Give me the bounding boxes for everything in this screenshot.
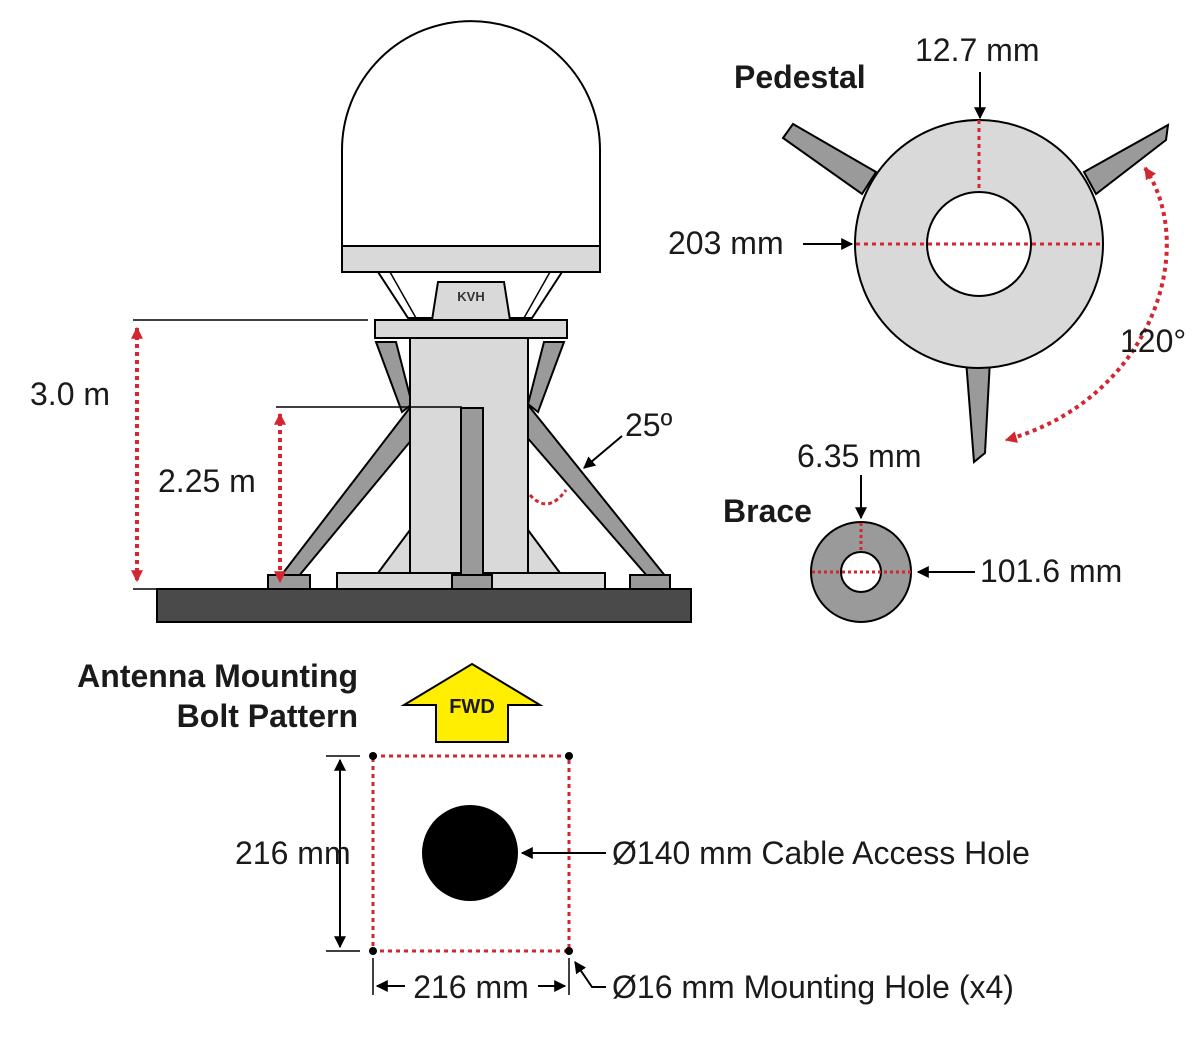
pedestal-section: Pedestal 12.7 mm 203 mm 120° xyxy=(668,32,1186,464)
brace-section: 6.35 mm Brace 101.6 mm xyxy=(723,438,1122,623)
brace-wall-label: 6.35 mm xyxy=(797,438,921,474)
fwd-arrow-icon xyxy=(400,662,544,743)
upper-right-brace xyxy=(526,341,566,414)
pedestal-wall-label: 12.7 mm xyxy=(915,32,1039,68)
left-brace-foot xyxy=(267,574,311,590)
mounting-hole-tl xyxy=(369,752,377,760)
mounting-hole-arrow xyxy=(574,961,606,988)
right-gusset xyxy=(527,526,562,574)
bolt-pattern-title-line2: Bolt Pattern xyxy=(177,698,358,734)
height-pedestal-label: 2.25 m xyxy=(158,463,256,499)
fwd-label: FWD xyxy=(449,696,495,718)
brace-angle-arc xyxy=(528,489,568,506)
cable-hole-label: Ø140 mm Cable Access Hole xyxy=(612,835,1030,871)
brace-angle-arrow xyxy=(583,435,623,469)
pedestal-angle-label: 120° xyxy=(1120,323,1186,359)
bolt-pattern-title-line1: Antenna Mounting xyxy=(77,658,358,694)
pedestal-title: Pedestal xyxy=(734,59,866,95)
pedestal-fin-bottom xyxy=(964,359,992,464)
radome-skirt xyxy=(341,245,601,273)
center-brace-foot xyxy=(451,574,493,590)
cable-access-hole xyxy=(422,805,518,901)
front-brace xyxy=(460,407,484,577)
left-gusset xyxy=(376,526,411,574)
mounting-hole-label: Ø16 mm Mounting Hole (x4) xyxy=(612,969,1014,1005)
antenna-mount-block xyxy=(430,281,512,321)
mounting-hole-bl xyxy=(369,947,377,955)
kvh-logo: KVH xyxy=(457,289,484,304)
height-total-label: 3.0 m xyxy=(30,376,110,412)
pedestal-top-plate xyxy=(374,319,568,339)
brace-angle-label: 25º xyxy=(625,407,673,443)
brace-title: Brace xyxy=(723,493,812,529)
mounting-hole-tr xyxy=(565,752,573,760)
radome-dome xyxy=(341,20,601,247)
pedestal-diameter-label: 203 mm xyxy=(668,225,784,261)
deck-base-plate xyxy=(156,588,692,623)
bolt-height-label: 216 mm xyxy=(235,835,351,871)
right-brace-foot xyxy=(629,574,671,590)
antenna-elevation: KVH 3.0 m 2.25 m 25º xyxy=(30,20,692,623)
mounting-hole-br xyxy=(565,947,573,955)
pedestal-angle-arc xyxy=(1004,166,1169,443)
pedestal-fin-left xyxy=(781,122,878,196)
brace-diameter-label: 101.6 mm xyxy=(980,553,1122,589)
bolt-square-outline xyxy=(371,754,571,953)
upper-left-brace xyxy=(374,341,414,414)
bolt-pattern: Antenna Mounting Bolt Pattern FWD 216 mm… xyxy=(77,658,1030,1005)
bolt-width-label: 216 mm xyxy=(413,969,529,1005)
